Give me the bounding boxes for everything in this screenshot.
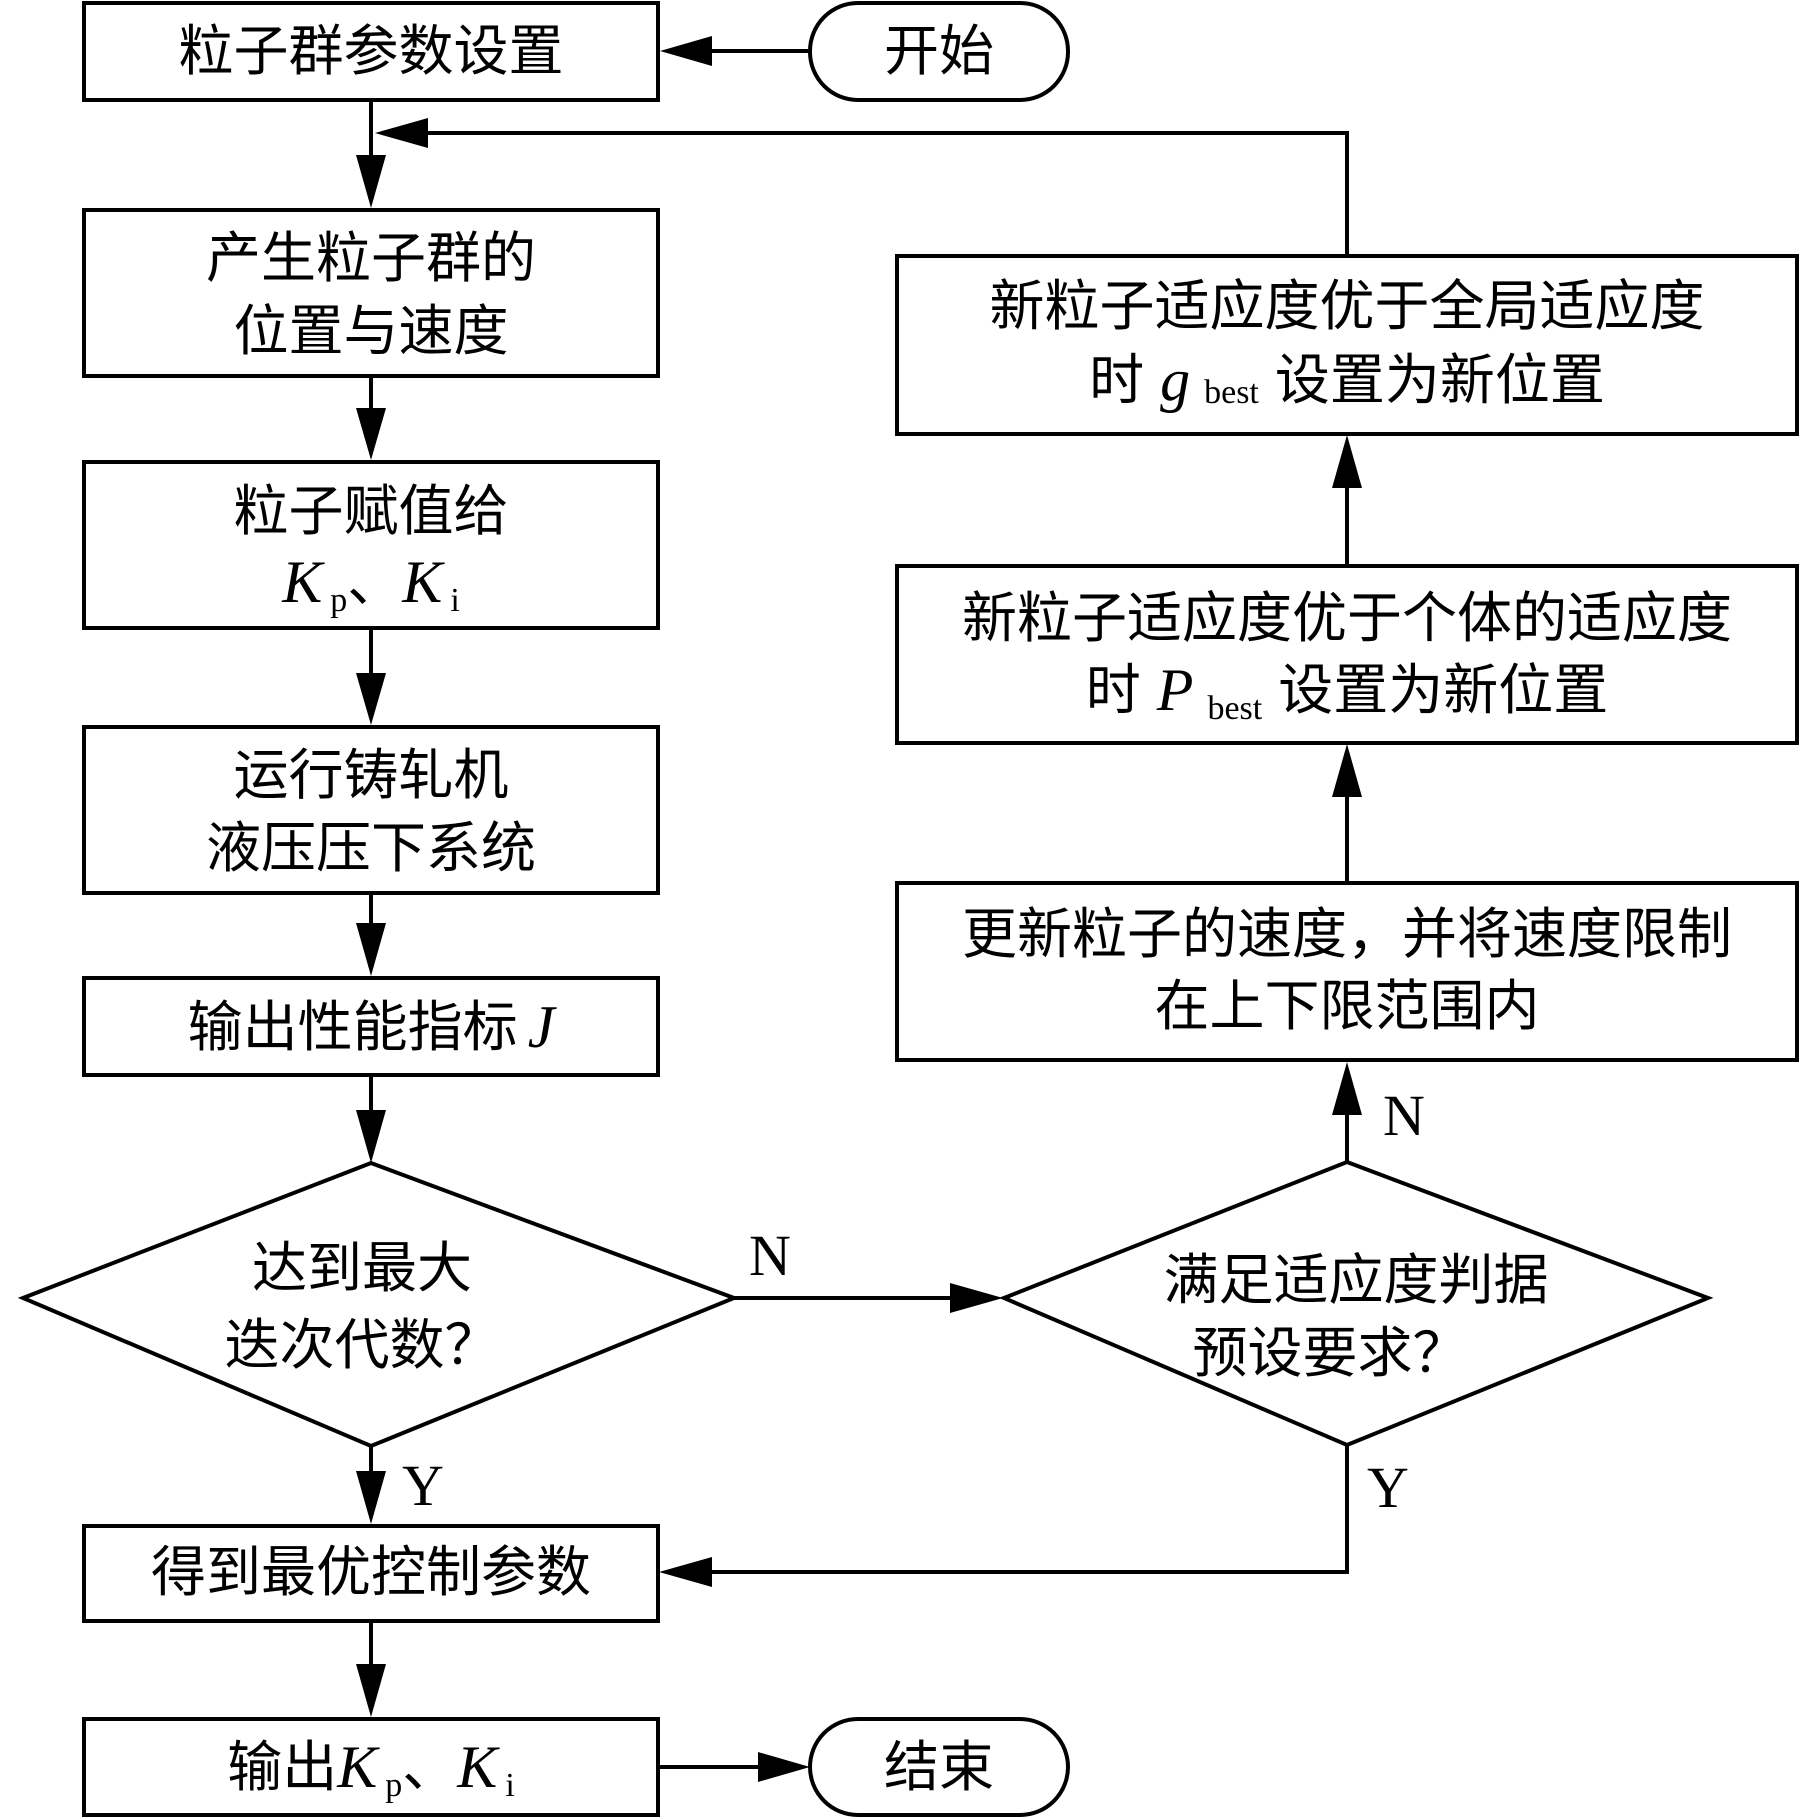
k-symbol: K	[281, 549, 325, 615]
k-symbol: K	[336, 1734, 380, 1800]
step-assign-line1: 粒子赋值给	[233, 479, 508, 543]
start-label: 开始	[884, 19, 994, 83]
end-label: 结束	[884, 1735, 994, 1799]
arrowhead	[950, 1283, 1003, 1313]
step-run-line1: 运行铸轧机	[233, 743, 508, 807]
p-subscript: p	[385, 1767, 402, 1804]
step-run-system: 运行铸轧机 液压压下系统	[82, 725, 660, 895]
step-best-params: 得到最优控制参数	[82, 1524, 660, 1623]
start-terminal: 开始	[808, 1, 1070, 102]
arrowhead	[758, 1752, 810, 1782]
arrowhead	[356, 673, 386, 725]
label-yes-max-iter: Y	[402, 1453, 444, 1518]
k-symbol: K	[401, 549, 445, 615]
decision-fitness: 满足适应度判据 预设要求？	[998, 1159, 1714, 1448]
k-symbol: K	[456, 1734, 500, 1800]
g-symbol: g	[1160, 347, 1190, 413]
step-pso-params-label: 粒子群参数设置	[178, 19, 563, 83]
label-yes-fitness: Y	[1367, 1455, 1409, 1520]
step-update-line1: 更新粒子的速度，并将速度限制	[962, 902, 1732, 966]
arrowhead	[660, 36, 712, 66]
p-subscript: p	[330, 582, 347, 619]
decision-max-line1: 达到最大	[252, 1236, 472, 1300]
arrowhead	[356, 408, 386, 460]
step-update-velocity: 更新粒子的速度，并将速度限制 在上下限范围内	[895, 881, 1799, 1062]
arrowhead	[1332, 435, 1362, 488]
j-symbol: J	[528, 994, 557, 1060]
decision-fitness-line1: 满足适应度判据	[1163, 1248, 1548, 1312]
arrowhead	[356, 1110, 386, 1163]
gbest-suffix: 设置为新位置	[1275, 348, 1605, 412]
arrow-fitness-yes	[705, 1445, 1349, 1574]
step-gbest-line1: 新粒子适应度优于全局适应度	[989, 274, 1704, 338]
best-subscript: best	[1204, 374, 1259, 411]
label-no-fitness: N	[1383, 1083, 1425, 1148]
connectors	[356, 36, 1362, 1782]
i-subscript: i	[505, 1767, 514, 1804]
arrowhead	[356, 1664, 386, 1717]
arrowhead	[356, 155, 386, 208]
decision-max-line2: 迭次代数？	[224, 1313, 499, 1377]
arrow-loop-back	[424, 131, 1349, 256]
arrowhead	[356, 1471, 386, 1524]
pbest-suffix: 设置为新位置	[1278, 658, 1608, 722]
step-generate-line1: 产生粒子群的	[206, 226, 536, 290]
arrowhead	[1332, 744, 1362, 797]
output-j-text: 输出性能指标	[188, 995, 518, 1059]
pbest-prefix: 时	[1086, 658, 1141, 722]
arrowhead	[659, 1557, 712, 1587]
end-terminal: 结束	[808, 1717, 1070, 1817]
step-run-line2: 液压压下系统	[206, 816, 536, 880]
separator: 、	[402, 1735, 457, 1799]
step-pso-params: 粒子群参数设置	[82, 1, 660, 102]
decision-fitness-line2: 预设要求？	[1192, 1321, 1467, 1385]
step-update-line2: 在上下限范围内	[1154, 974, 1539, 1038]
output-prefix: 输出	[227, 1735, 337, 1799]
step-generate-swarm: 产生粒子群的 位置与速度	[82, 208, 660, 378]
best-subscript: best	[1207, 690, 1262, 727]
arrowhead	[1332, 1062, 1362, 1115]
step-pbest-line1: 新粒子适应度优于个体的适应度	[962, 586, 1732, 650]
p-symbol: P	[1156, 657, 1194, 723]
decision-max-iterations: 达到最大 迭次代数？	[17, 1160, 740, 1449]
separator: 、	[347, 550, 402, 614]
arrowhead	[375, 118, 428, 148]
gbest-prefix: 时	[1089, 348, 1144, 412]
i-subscript: i	[450, 582, 459, 619]
step-generate-line2: 位置与速度	[233, 299, 508, 363]
step-best-label: 得到最优控制参数	[151, 1540, 591, 1604]
label-no-max-iter: N	[749, 1223, 791, 1288]
arrowhead	[356, 923, 386, 976]
